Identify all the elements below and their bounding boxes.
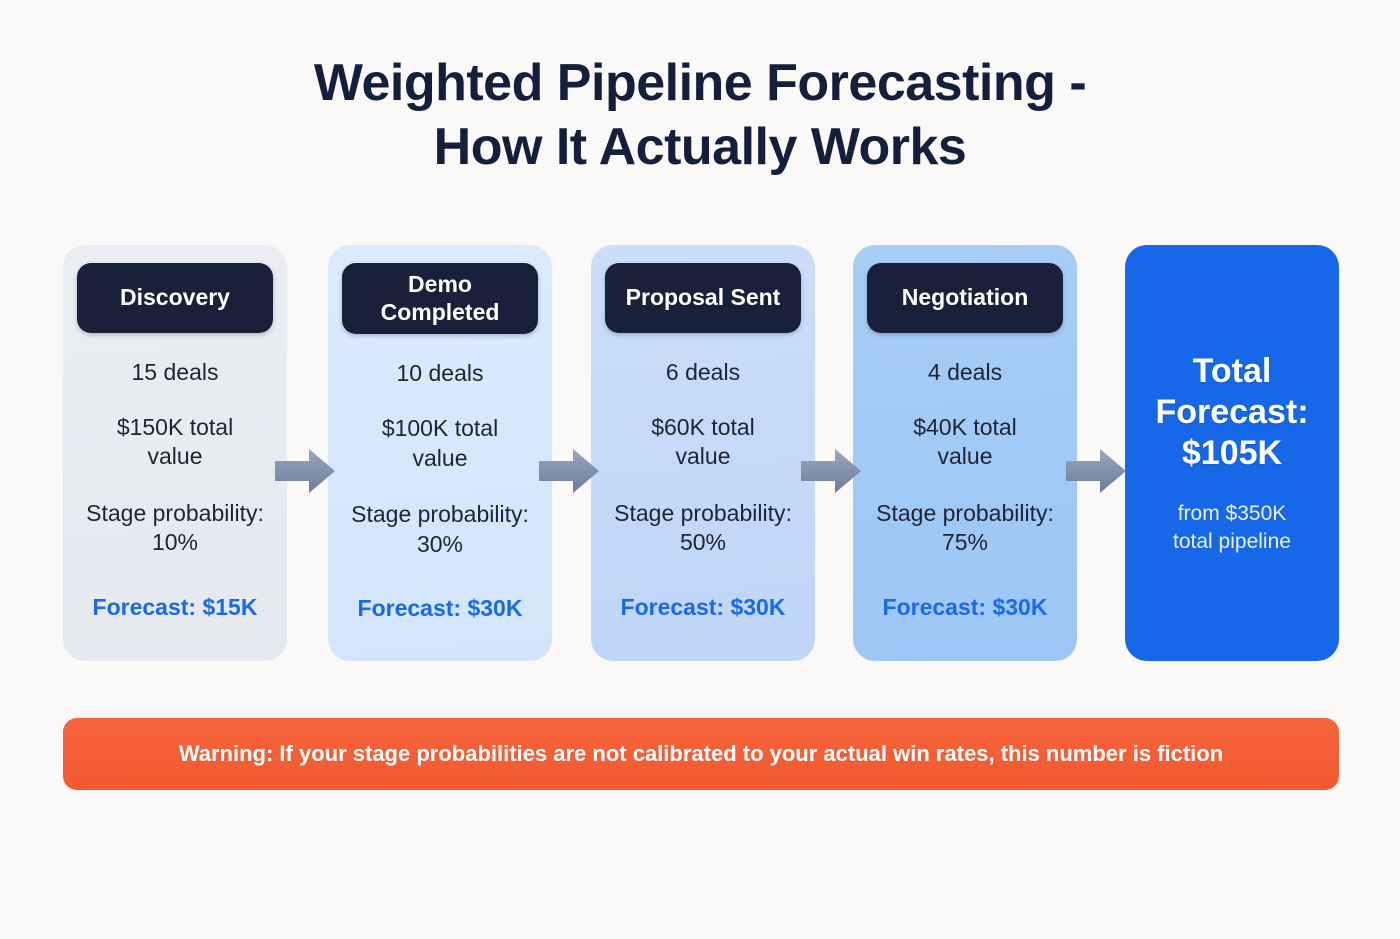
stage-total-value: $150K total value <box>116 414 234 470</box>
page-title: Weighted Pipeline Forecasting - How It A… <box>0 52 1400 180</box>
stage-deal-count: 6 deals <box>665 359 741 385</box>
total-pipeline-subtext: from $350K total pipeline <box>1173 500 1291 555</box>
stage-probability: Stage probability: 30% <box>351 501 529 557</box>
warning-banner-text: Warning: If your stage probabilities are… <box>178 740 1224 766</box>
stage-deal-count: 15 deals <box>131 359 219 385</box>
total-heading-line-1: Total <box>1192 352 1272 391</box>
arrow-right-icon <box>801 448 861 494</box>
stage-total-value: $40K total value <box>913 414 1017 470</box>
stage-name-badge: Negotiation <box>867 263 1063 333</box>
page-title-line-2: How It Actually Works <box>433 117 967 176</box>
stage-forecast: Forecast: $15K <box>92 593 258 620</box>
stage-forecast: Forecast: $30K <box>357 594 523 621</box>
stage-total-value: $100K total value <box>381 415 499 471</box>
arrow-right-icon <box>539 448 599 494</box>
page-title-line-1: Weighted Pipeline Forecasting - <box>313 54 1087 112</box>
warning-banner: Warning: If your stage probabilities are… <box>63 718 1339 790</box>
stage-card-proposal-sent[interactable]: Proposal Sent 6 deals $60K total value S… <box>591 245 815 661</box>
stage-total-value: $60K total value <box>651 414 755 470</box>
total-forecast-heading: Total Forecast: $105K <box>1155 351 1308 474</box>
stage-name-badge: Proposal Sent <box>605 263 801 333</box>
arrow-right-icon <box>1066 448 1126 494</box>
stage-probability: Stage probability: 75% <box>876 499 1054 556</box>
stage-deal-count: 10 deals <box>396 360 484 387</box>
stage-forecast: Forecast: $30K <box>882 593 1048 620</box>
total-subtext-line-1: from $350K <box>1177 502 1287 526</box>
total-heading-line-2: Forecast: <box>1155 393 1309 432</box>
arrow-right-icon <box>275 448 335 494</box>
stage-probability: Stage probability: 50% <box>614 499 792 556</box>
stage-name-badge: Discovery <box>77 263 273 333</box>
total-heading-line-3: $105K <box>1181 434 1283 473</box>
stage-forecast: Forecast: $30K <box>620 593 786 620</box>
pipeline-row: Discovery 15 deals $150K total value Sta… <box>63 245 1339 661</box>
stage-card-negotiation[interactable]: Negotiation 4 deals $40K total value Sta… <box>853 245 1077 661</box>
total-subtext-line-2: total pipeline <box>1173 529 1291 553</box>
total-forecast-card[interactable]: Total Forecast: $105K from $350K total p… <box>1125 245 1339 661</box>
stage-probability: Stage probability: 10% <box>86 499 264 556</box>
stage-deal-count: 4 deals <box>927 359 1003 385</box>
stage-card-demo-completed[interactable]: Demo Completed 10 deals $100K total valu… <box>328 245 552 661</box>
stage-card-discovery[interactable]: Discovery 15 deals $150K total value Sta… <box>63 245 287 661</box>
stage-name-badge: Demo Completed <box>342 263 538 335</box>
